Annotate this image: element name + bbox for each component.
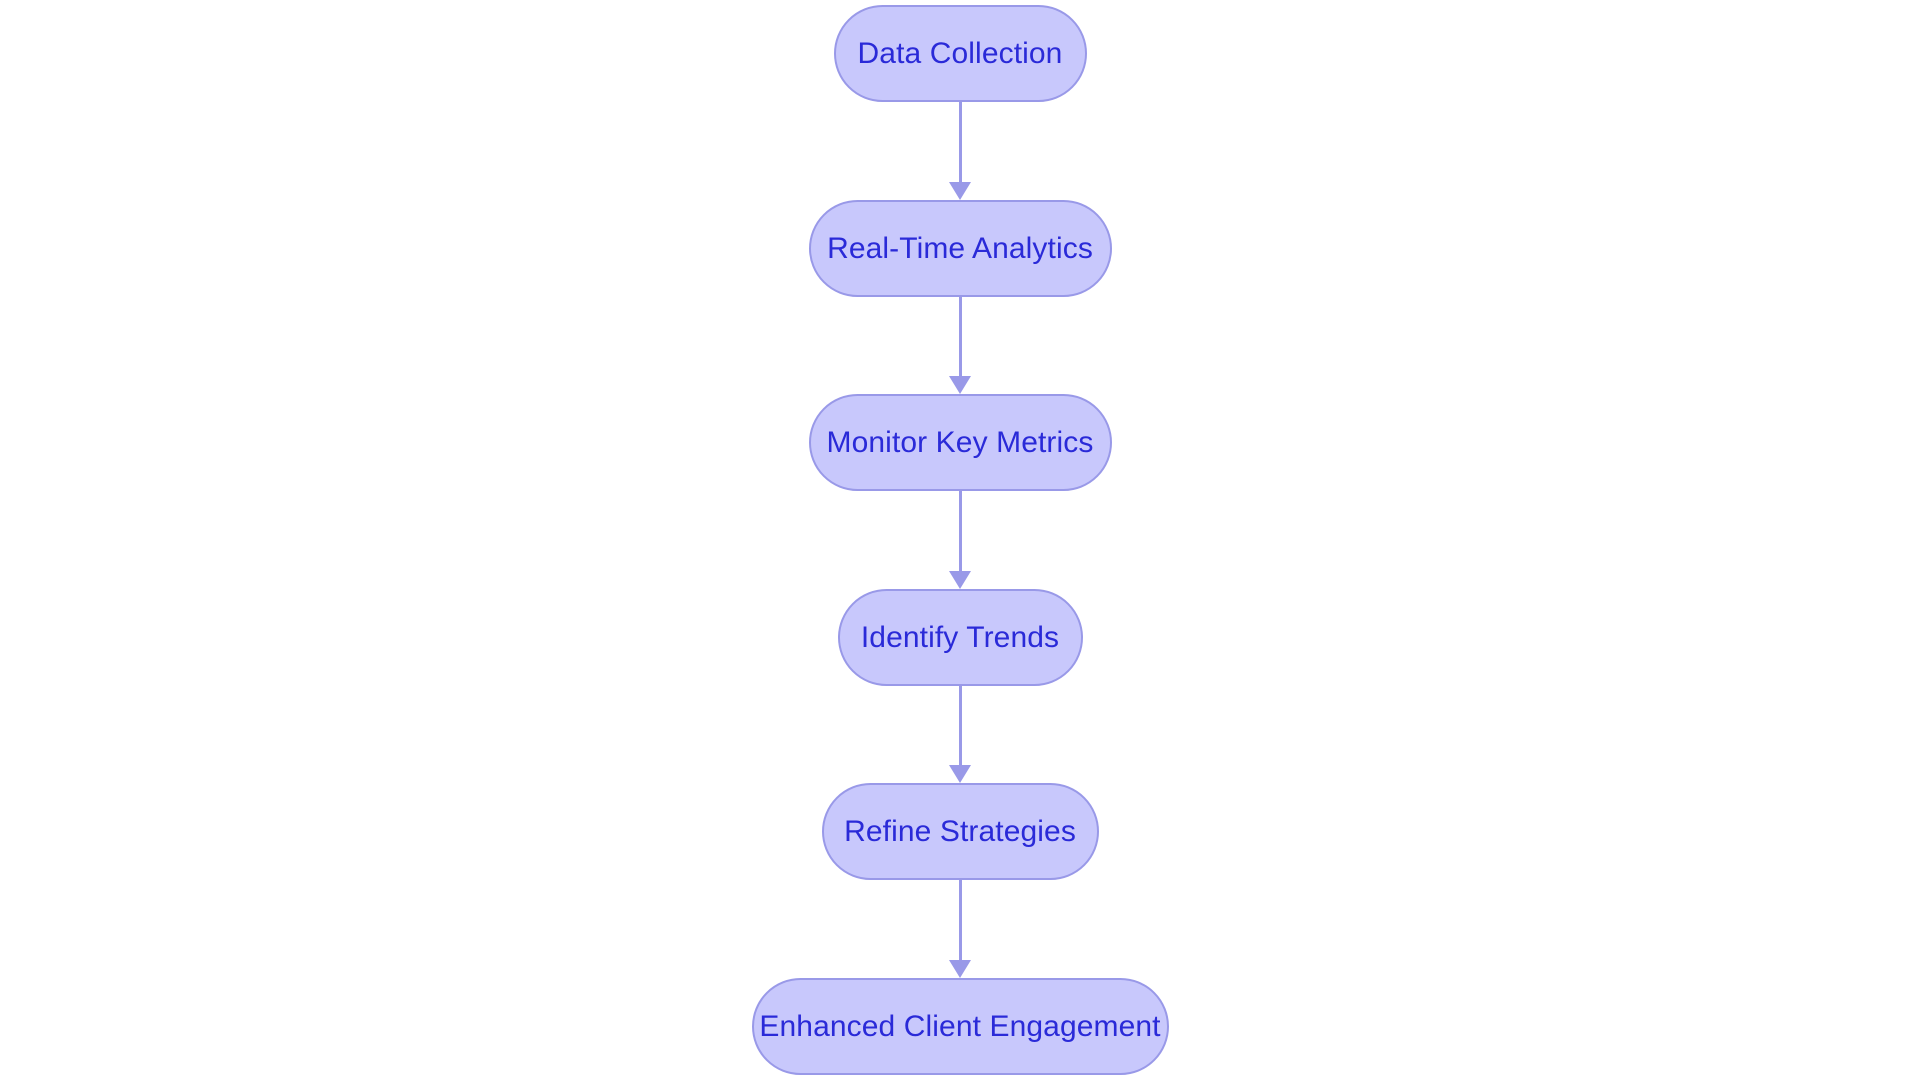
flow-arrow-data-collection-to-real-time-analytics [948,102,972,200]
flow-node-identify-trends[interactable]: Identify Trends [837,589,1083,686]
arrow-line [958,491,962,571]
flow-node-data-collection[interactable]: Data Collection [833,5,1087,102]
flow-node-real-time-analytics[interactable]: Real-Time Analytics [808,200,1112,297]
arrow-line [958,102,962,182]
arrow-head-icon [949,960,971,978]
arrow-head-icon [949,182,971,200]
flow-arrow-refine-strategies-to-enhanced-client-engagement [948,880,972,978]
flow-node-monitor-key-metrics[interactable]: Monitor Key Metrics [808,394,1112,491]
flow-node-label: Monitor Key Metrics [826,425,1094,459]
flow-arrow-monitor-key-metrics-to-identify-trends [948,491,972,589]
flow-node-refine-strategies[interactable]: Refine Strategies [821,783,1099,880]
flow-node-label: Enhanced Client Engagement [759,1009,1161,1043]
flow-arrow-identify-trends-to-refine-strategies [948,686,972,783]
arrow-head-icon [949,765,971,783]
arrow-line [958,297,962,376]
flow-node-label: Identify Trends [860,620,1060,654]
arrow-head-icon [949,376,971,394]
arrow-head-icon [949,571,971,589]
flow-node-label: Data Collection [857,36,1063,70]
flow-arrow-real-time-analytics-to-monitor-key-metrics [948,297,972,394]
arrow-line [958,880,962,960]
flow-node-enhanced-client-engagement[interactable]: Enhanced Client Engagement [751,978,1169,1075]
arrow-line [958,686,962,765]
flow-node-label: Real-Time Analytics [827,231,1093,265]
flow-node-label: Refine Strategies [844,814,1076,848]
